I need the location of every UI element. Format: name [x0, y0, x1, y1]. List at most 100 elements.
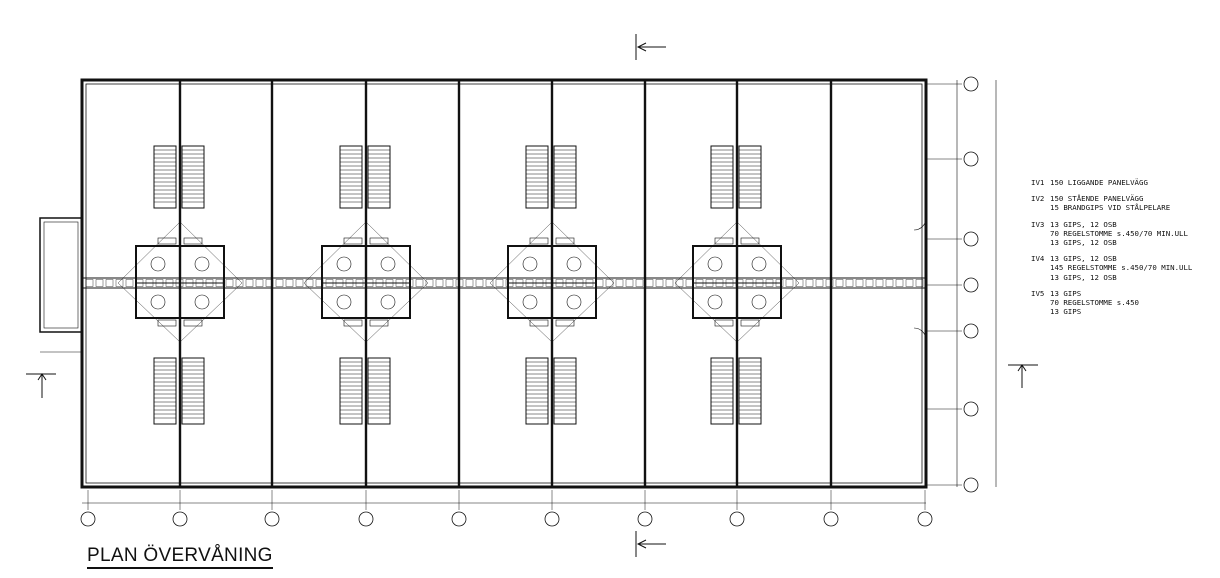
shaft-box	[343, 319, 363, 327]
corridor-fixture	[485, 279, 494, 287]
grid-bubble	[823, 511, 839, 527]
corridor-fixture	[145, 279, 154, 287]
door-swing-guides	[674, 221, 800, 343]
wc-turning-circle	[336, 256, 352, 272]
legend-code: IV3	[1031, 219, 1045, 229]
legend-line: 150 LIGGANDE PANELVÄGG	[1050, 178, 1148, 187]
corridor-fixture	[505, 279, 514, 287]
corridor-fixture	[585, 279, 594, 287]
corridor-fixture	[545, 279, 554, 287]
corridor-fixture	[205, 279, 214, 287]
grid-bubble	[729, 511, 745, 527]
corridor-fixture	[465, 279, 474, 287]
staircase	[153, 357, 177, 425]
staircase	[710, 357, 734, 425]
corridor-fixture	[455, 279, 464, 287]
corridor-fixture	[815, 279, 824, 287]
corridor-fixture	[405, 279, 414, 287]
corridor-fixture	[895, 279, 904, 287]
corridor-fixture	[315, 279, 324, 287]
staircase	[710, 145, 734, 209]
corridor-fixture	[875, 279, 884, 287]
section-arrowhead	[1017, 364, 1027, 372]
corridor-fixture	[155, 279, 164, 287]
shaft-box	[529, 237, 549, 245]
corridor-fixture	[475, 279, 484, 287]
corridor-fixture	[245, 279, 254, 287]
corridor-fixture	[915, 279, 924, 287]
wc-turning-circle	[194, 294, 210, 310]
corridor-fixture	[655, 279, 664, 287]
shaft-box	[714, 237, 734, 245]
corridor-fixture	[285, 279, 294, 287]
grid-bubble	[963, 76, 979, 92]
corridor-fixture	[135, 279, 144, 287]
corridor-fixture	[515, 279, 524, 287]
corridor-fixture	[105, 279, 114, 287]
corridor-fixture	[435, 279, 444, 287]
staircase	[738, 357, 762, 425]
staircase	[339, 357, 363, 425]
corridor-fixture	[595, 279, 604, 287]
corridor-fixture	[445, 279, 454, 287]
wc-turning-circle	[522, 294, 538, 310]
balcony-inner	[43, 221, 79, 329]
legend-code: IV5	[1031, 288, 1045, 298]
wc-turning-circle	[566, 294, 582, 310]
shaft-box	[157, 237, 177, 245]
shaft-box	[740, 237, 760, 245]
corridor-fixture	[275, 279, 284, 287]
grid-bubble	[963, 477, 979, 493]
grid-bubble	[80, 511, 96, 527]
corridor-fixture	[255, 279, 264, 287]
corridor-fixture	[345, 279, 354, 287]
corridor-fixture	[885, 279, 894, 287]
door-swing-guides	[303, 221, 429, 343]
legend-line: 70 REGELSTOMME s.450/70 MIN.ULL	[1050, 228, 1188, 238]
corridor-fixture	[835, 279, 844, 287]
corridor-fixture	[495, 279, 504, 287]
wc-turning-circle	[751, 256, 767, 272]
shaft-box	[555, 237, 575, 245]
shaft-box	[157, 319, 177, 327]
section-arrowhead	[37, 373, 47, 381]
wc-turning-circle	[150, 256, 166, 272]
shaft-box	[740, 319, 760, 327]
corridor-fixture	[905, 279, 914, 287]
corridor-fixture	[385, 279, 394, 287]
wc-turning-circle	[336, 294, 352, 310]
staircase	[553, 357, 577, 425]
wc-turning-circle	[566, 256, 582, 272]
corridor-fixture	[565, 279, 574, 287]
corridor-fixture	[525, 279, 534, 287]
corridor-fixture	[755, 279, 764, 287]
corridor-fixture	[125, 279, 134, 287]
grid-bubble	[917, 511, 933, 527]
corridor-fixture	[735, 279, 744, 287]
grid-bubble	[963, 231, 979, 247]
corridor-fixture	[855, 279, 864, 287]
wc-turning-circle	[380, 294, 396, 310]
corridor-fixture	[425, 279, 434, 287]
staircase	[553, 145, 577, 209]
corridor-fixture	[165, 279, 174, 287]
corridor-fixture	[175, 279, 184, 287]
corridor-fixture	[645, 279, 654, 287]
wc-turning-circle	[707, 294, 723, 310]
corridor-fixture	[665, 279, 674, 287]
corridor-fixture	[115, 279, 124, 287]
staircase	[339, 145, 363, 209]
corridor-fixture	[395, 279, 404, 287]
door-swing	[913, 217, 927, 231]
corridor-fixture	[795, 279, 804, 287]
corridor-fixture	[775, 279, 784, 287]
legend-line: 13 GIPS	[1050, 288, 1082, 298]
corridor-fixture	[825, 279, 834, 287]
